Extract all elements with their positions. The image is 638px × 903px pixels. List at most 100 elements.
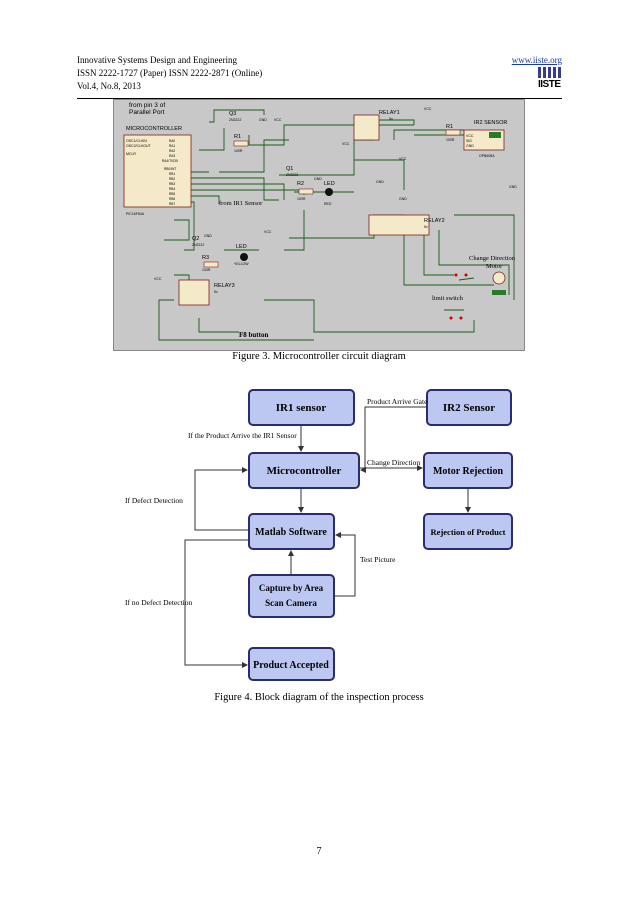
label-ir2-vcc: VCC	[466, 134, 474, 138]
issn: ISSN 2222-1727 (Paper) ISSN 2222-2871 (O…	[77, 68, 263, 78]
pin-rb-1: RB1	[169, 172, 175, 176]
edge-label-if-product: If the Product Arrive the IR1 Sensor	[188, 431, 297, 440]
block-capture-camera: Capture by Area Scan Camera	[248, 574, 335, 618]
edge-label-if-defect: If Defect Detection	[125, 496, 183, 505]
label-relay2-v: 5v	[424, 225, 428, 229]
label-relay3: RELAY3	[214, 283, 235, 289]
label-q3: Q3	[229, 111, 236, 117]
resistor-r3	[203, 261, 219, 268]
label-led2: LED	[236, 244, 247, 250]
pin-ra-0: RA0	[169, 139, 175, 143]
block-microcontroller: Microcontroller	[248, 452, 360, 489]
figure3-circuit: from pin 3 of Parallel Port MICROCONTROL…	[113, 99, 525, 351]
figure4-caption: Figure 4. Block diagram of the inspectio…	[214, 692, 424, 703]
label-r1-val: 100R	[234, 149, 243, 153]
pin-rb-3: RB3	[169, 182, 175, 186]
relay3-box	[178, 279, 210, 306]
label-gnd-q2: GND	[204, 234, 212, 238]
pin-rb-4: RB4	[169, 187, 175, 191]
f8-switch-contact	[459, 316, 463, 320]
edge-label-product-gate: Product Arrive Gate	[367, 397, 428, 406]
limit-switch-contact	[464, 273, 468, 277]
figure4-block-diagram: IR1 sensor IR2 Sensor Microcontroller Mo…	[125, 389, 513, 681]
label-led1-color: RED	[324, 202, 332, 206]
edge-test-picture	[334, 532, 356, 597]
block-matlab-label: Matlab Software	[255, 527, 327, 538]
volume-info: Vol.4, No.8, 2013	[77, 81, 141, 91]
block-motor-rejection: Motor Rejection	[423, 452, 513, 489]
block-ir2: IR2 Sensor	[426, 389, 512, 426]
block-matlab: Matlab Software	[248, 513, 335, 550]
block-capture-line2: Scan Camera	[265, 598, 317, 608]
block-ir1-label: IR1 sensor	[276, 402, 327, 414]
page-number: 7	[316, 846, 322, 857]
label-relay3-v: 5v	[214, 290, 218, 294]
iiste-logo: IISTE	[538, 67, 562, 93]
motor-indicator	[492, 290, 506, 295]
label-gnd-right: GND	[509, 185, 517, 189]
block-rejection-product: Rejection of Product	[423, 513, 513, 550]
led-yellow	[240, 253, 248, 261]
label-from-pin: from pin 3 of	[129, 102, 165, 109]
label-motor: Motor	[486, 263, 503, 270]
label-ir2-part: OPB608A	[479, 154, 495, 158]
journal-name: Innovative Systems Design and Engineerin…	[77, 55, 237, 65]
block-reject-label: Rejection of Product	[431, 527, 506, 537]
block-motor-label: Motor Rejection	[433, 466, 504, 477]
label-gnd-q1: GND	[314, 177, 322, 181]
label-led2-color: YELLOW	[234, 262, 249, 266]
label-r3-val: 100R	[202, 268, 211, 272]
label-r2-val: 100R	[297, 197, 306, 201]
edge-no-defect	[184, 539, 249, 668]
label-q2-type: 2N2222	[192, 243, 204, 247]
label-r1: R1	[234, 134, 241, 140]
logo-bars	[538, 67, 562, 78]
label-q1-type: 2N2222	[286, 173, 298, 177]
pin-ra-1: RA1	[169, 144, 175, 148]
label-ir2-sig: SIG	[466, 139, 472, 143]
label-r3: R3	[202, 255, 209, 261]
relay2-box	[368, 214, 430, 236]
label-f8-button: F8 button	[239, 331, 268, 339]
label-vcc-q2: VCC	[264, 230, 272, 234]
edge-label-test-picture: Test Picture	[360, 555, 396, 564]
edge-label-change-dir: Change Direction	[367, 458, 420, 467]
block-ir2-label: IR2 Sensor	[443, 402, 495, 414]
block-accepted-label: Product Accepted	[253, 660, 329, 671]
label-ir2-sensor: IR2 SENSOR	[474, 120, 507, 126]
pin-rb-0: RB0/INT	[164, 167, 176, 171]
edge-ir2-to-micro	[360, 406, 427, 473]
resistor-r1	[233, 140, 249, 147]
pin-rb-7: RB7	[169, 202, 175, 206]
resistor-r2	[298, 188, 314, 195]
label-gnd-mid: GND	[376, 180, 384, 184]
website-link[interactable]: www.iiste.org	[511, 55, 562, 65]
label-led1: LED	[324, 181, 335, 187]
pin-rb-2: RB2	[169, 177, 175, 181]
resistor-r1b	[445, 129, 461, 136]
label-change-direction: Change Direction	[469, 255, 516, 262]
label-relay1-v: 5v	[389, 117, 393, 121]
label-parallel-port: Parallel Port	[129, 109, 165, 116]
label-vcc-right: VCC	[399, 157, 407, 161]
circuit-svg: from pin 3 of Parallel Port MICROCONTROL…	[123, 102, 517, 341]
label-q3-type: 2N2222	[229, 118, 241, 122]
block-capture-line1: Capture by Area	[259, 583, 324, 593]
label-r1b: R1	[446, 124, 453, 130]
motor-symbol	[492, 271, 506, 285]
relay1-box	[353, 114, 380, 141]
ir2-indicator	[489, 132, 501, 138]
logo-text: IISTE	[538, 79, 561, 90]
label-vcc-relay1: VCC	[424, 107, 432, 111]
block-product-accepted: Product Accepted	[248, 647, 335, 681]
label-chip: PIC16F84A	[126, 212, 145, 216]
label-from-ir1: from IR1 Sensor	[219, 200, 263, 207]
pin-left-1: OSC2/CLKOUT	[126, 144, 152, 148]
pin-left-0: OSC1/CLKIN	[126, 139, 147, 143]
pin-rb-6: RB6	[169, 197, 175, 201]
edge-label-if-no-defect: If no Defect Detection	[125, 598, 193, 607]
label-ir2-gnd: GND	[466, 144, 474, 148]
pin-ra-4: RA4/T0CKI	[162, 159, 178, 163]
label-relay1: RELAY1	[379, 110, 400, 116]
label-gnd-top: GND	[259, 118, 267, 122]
